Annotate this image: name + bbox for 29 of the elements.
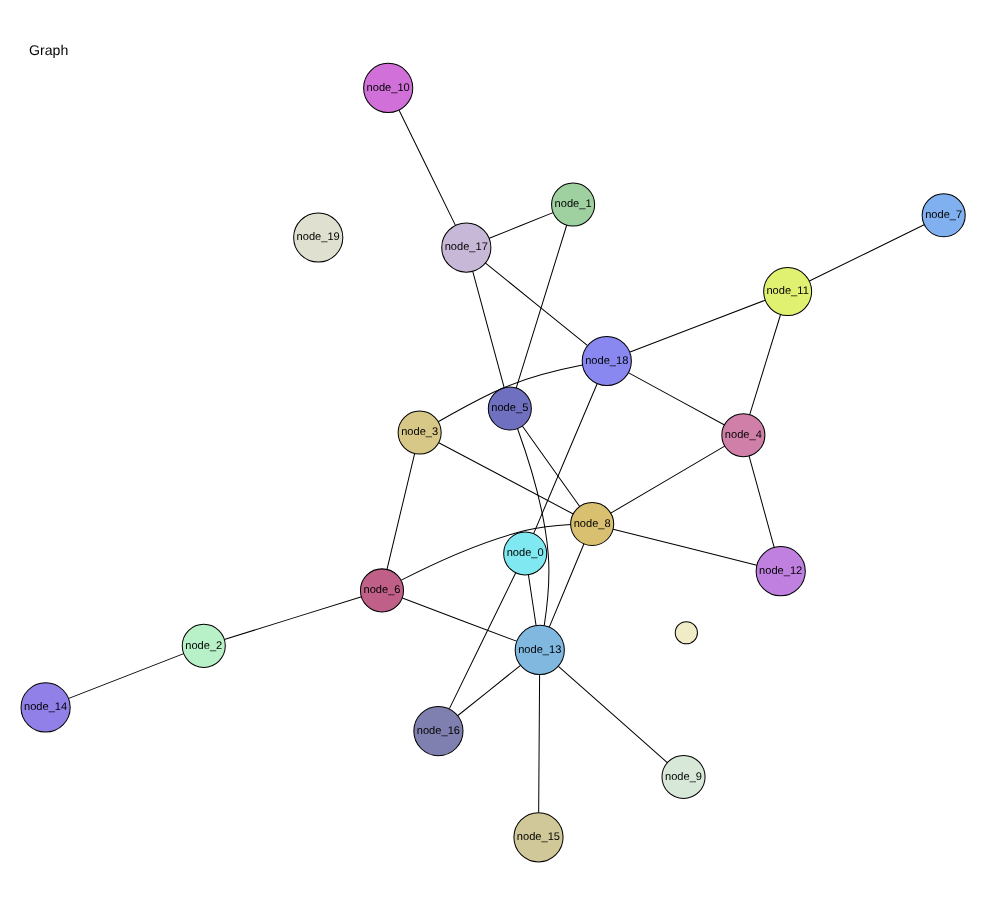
connector <box>808 223 925 281</box>
connector <box>533 382 598 534</box>
connector <box>448 571 517 709</box>
connector <box>629 298 766 352</box>
connector <box>386 452 416 569</box>
connector <box>557 664 668 763</box>
connector <box>437 363 583 422</box>
connector <box>628 371 726 425</box>
connector <box>749 313 781 415</box>
connector <box>223 595 363 639</box>
connector <box>485 261 588 345</box>
connector <box>548 542 585 627</box>
connector <box>521 424 581 506</box>
connector <box>612 527 758 565</box>
node-circle <box>674 620 698 644</box>
connector <box>748 454 775 547</box>
connector <box>517 427 550 625</box>
connector <box>538 673 541 812</box>
connector <box>527 573 537 625</box>
connector <box>398 108 456 225</box>
connector <box>438 441 574 514</box>
connector <box>68 652 185 698</box>
connector <box>457 664 521 715</box>
connector <box>401 596 517 641</box>
connector <box>472 270 505 388</box>
connector <box>515 223 568 388</box>
connector <box>400 522 572 580</box>
connector <box>610 444 726 513</box>
connector <box>488 211 554 238</box>
